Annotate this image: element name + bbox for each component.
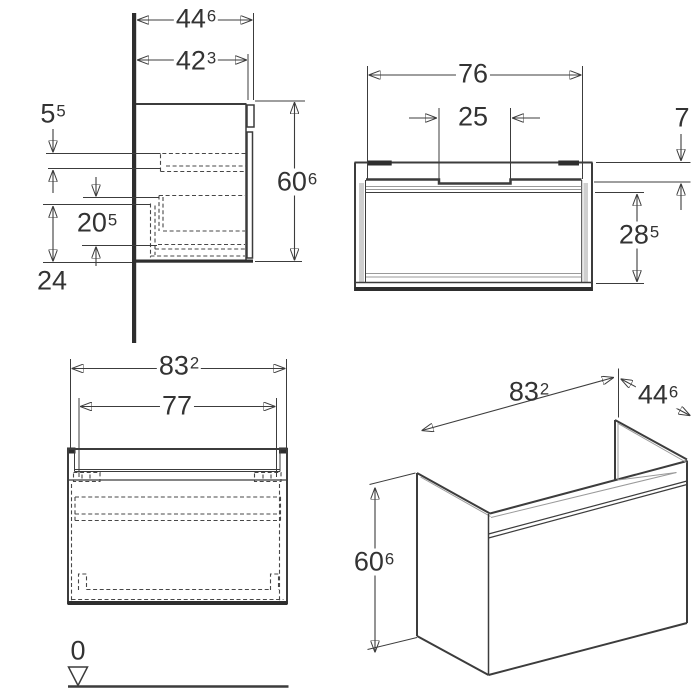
- side-extension-lines: [43, 13, 305, 263]
- perspective-view: [367, 368, 691, 676]
- side-cabinet-bottom: [136, 259, 253, 263]
- dim-label-persp-width: 832: [508, 376, 550, 407]
- persp-back-top-inner: [617, 423, 687, 463]
- dim-label-persp-depth: 446: [635, 379, 681, 410]
- dim-label-section-cutout-width: 25: [455, 101, 491, 132]
- section-bottom-edge: [354, 287, 593, 291]
- dim-label-front-total-width: 832: [156, 350, 202, 381]
- dim-label-side-top-offset: 55: [38, 98, 68, 129]
- front-extension-lines: [70, 359, 287, 477]
- dim-label-section-inner-width: 76: [455, 58, 491, 89]
- front-section-view: [354, 66, 691, 291]
- side-view: [43, 13, 305, 343]
- persp-back-top-edge: [614, 419, 688, 461]
- dim-label-front-drawer-width: 77: [159, 390, 195, 421]
- persp-groove-top: [488, 480, 688, 535]
- front-hidden-lines: [70, 471, 284, 601]
- datum-triangle: [67, 666, 89, 688]
- persp-left-top-edge: [416, 472, 491, 515]
- front-corner-left: [67, 447, 76, 454]
- persp-bottom-edge: [488, 622, 688, 676]
- mounting-bar-left: [367, 160, 392, 166]
- section-top-panel-cutout: [366, 178, 582, 185]
- dim-label-datum-level: 0: [70, 635, 86, 666]
- persp-back-bottom-inner: [617, 472, 677, 481]
- section-extension-lines: [367, 66, 691, 284]
- dim-label-side-drawer-front: 205: [74, 207, 120, 238]
- front-corner-right: [279, 447, 288, 454]
- dim-label-section-inner-height: 285: [616, 219, 662, 250]
- section-left-wall-shade: [359, 183, 364, 282]
- dim-label-side-bottom-offset: 24: [34, 265, 70, 296]
- wall-line: [132, 13, 137, 343]
- dim-label-section-top-thickness: 7: [672, 102, 692, 133]
- persp-groove-bottom: [488, 483, 688, 539]
- persp-rail-top-edge: [489, 460, 688, 515]
- persp-left-bottom-edge: [416, 635, 489, 676]
- side-hidden-drawer-lines: [149, 152, 247, 258]
- persp-rail-top-inner: [490, 472, 677, 518]
- dim-line-83-2-persp: [422, 378, 614, 431]
- dim-label-side-depth-total: 446: [173, 3, 219, 34]
- section-right-wall-shade: [583, 183, 588, 282]
- dim-label-persp-height: 606: [351, 546, 397, 577]
- front-view: [67, 359, 289, 688]
- dim-label-side-depth-drawer: 423: [173, 45, 219, 76]
- side-drawer-front-section: [246, 131, 254, 259]
- mounting-bar-right: [558, 160, 579, 166]
- dim-label-side-height: 606: [274, 166, 320, 197]
- side-top-rail-section: [246, 104, 255, 128]
- persp-left-top-inner: [420, 476, 491, 517]
- front-bottom-edge: [67, 601, 288, 605]
